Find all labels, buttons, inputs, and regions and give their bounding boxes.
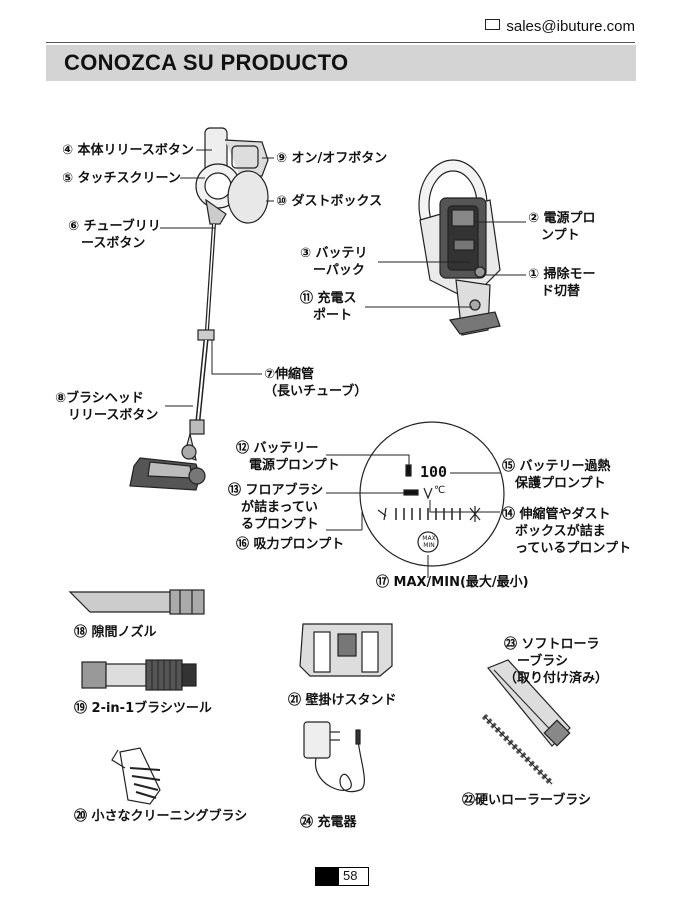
label-battery-prompt: ⑫ バッテリー 電源プロンプト — [236, 440, 340, 474]
brush-head — [130, 434, 205, 490]
max-min-button-label: MAX MIN — [419, 535, 439, 549]
label-mode-switch: ① 掃除モー ド切替 — [528, 266, 596, 300]
label-battery-pack: ③ バッテリ ーパック — [300, 245, 368, 279]
label-hard-roller: ㉒硬いローラーブラシ — [462, 792, 591, 809]
label-power-button: ⑨ オン/オフボタン — [276, 150, 387, 167]
label-crevice-nozzle: ⑱ 隙間ノズル — [74, 624, 157, 641]
label-charger: ㉔ 充電器 — [300, 814, 357, 831]
label-overheat-prompt: ⑮ バッテリー過熱 保護プロンプト — [502, 458, 611, 492]
label-max-min: ⑰ MAX/MIN(最大/最小) — [376, 574, 529, 591]
label-brush-head-release: ⑧ブラシヘッド リリースボタン — [55, 390, 158, 424]
page-number: 58 — [343, 868, 357, 883]
extension-tube — [190, 224, 214, 434]
label-tube-release-button: ⑥ チューブリリ ースボタン — [68, 218, 161, 252]
label-floor-brush-clog: ⑬ フロアブラシ が詰まってい るプロンプト — [228, 482, 323, 533]
page-number-block — [315, 867, 339, 886]
crevice-nozzle — [70, 590, 204, 614]
small-cleaning-brush — [112, 748, 160, 804]
wall-mount — [300, 624, 392, 676]
label-tube-clog-prompt: ⑭ 伸縮管やダスト ボックスが詰ま っているプロンプト — [502, 506, 631, 557]
label-cleaning-brush: ⑳ 小さなクリーニングブラシ — [74, 808, 247, 825]
battery-level-readout: 100 — [420, 463, 447, 481]
charger — [304, 722, 364, 792]
label-extension-tube: ⑦伸縮管 （長いチューブ） — [264, 366, 367, 400]
vacuum-detail-view — [419, 160, 500, 335]
label-suction-prompt: ⑯ 吸力プロンプト — [236, 536, 344, 553]
label-soft-roller: ㉓ ソフトローラ ーブラシ （取り付け済み） — [504, 636, 608, 687]
vacuum-body — [196, 128, 268, 224]
label-charging-port: ⑪ 充電ス ポート — [300, 290, 357, 324]
label-2in1-brush: ⑲ 2-in-1ブラシツール — [74, 700, 212, 717]
label-power-prompt: ② 電源プロ ンプト — [528, 210, 596, 244]
two-in-one-brush — [82, 660, 196, 690]
label-body-release-button: ④ 本体リリースボタン — [62, 142, 194, 159]
label-touch-screen: ⑤ タッチスクリーン — [62, 170, 181, 187]
temperature-symbol: ℃ — [434, 485, 445, 496]
label-dust-box: ⑩ ダストボックス — [276, 193, 382, 210]
label-wall-mount: ㉑ 壁掛けスタンド — [288, 692, 397, 709]
